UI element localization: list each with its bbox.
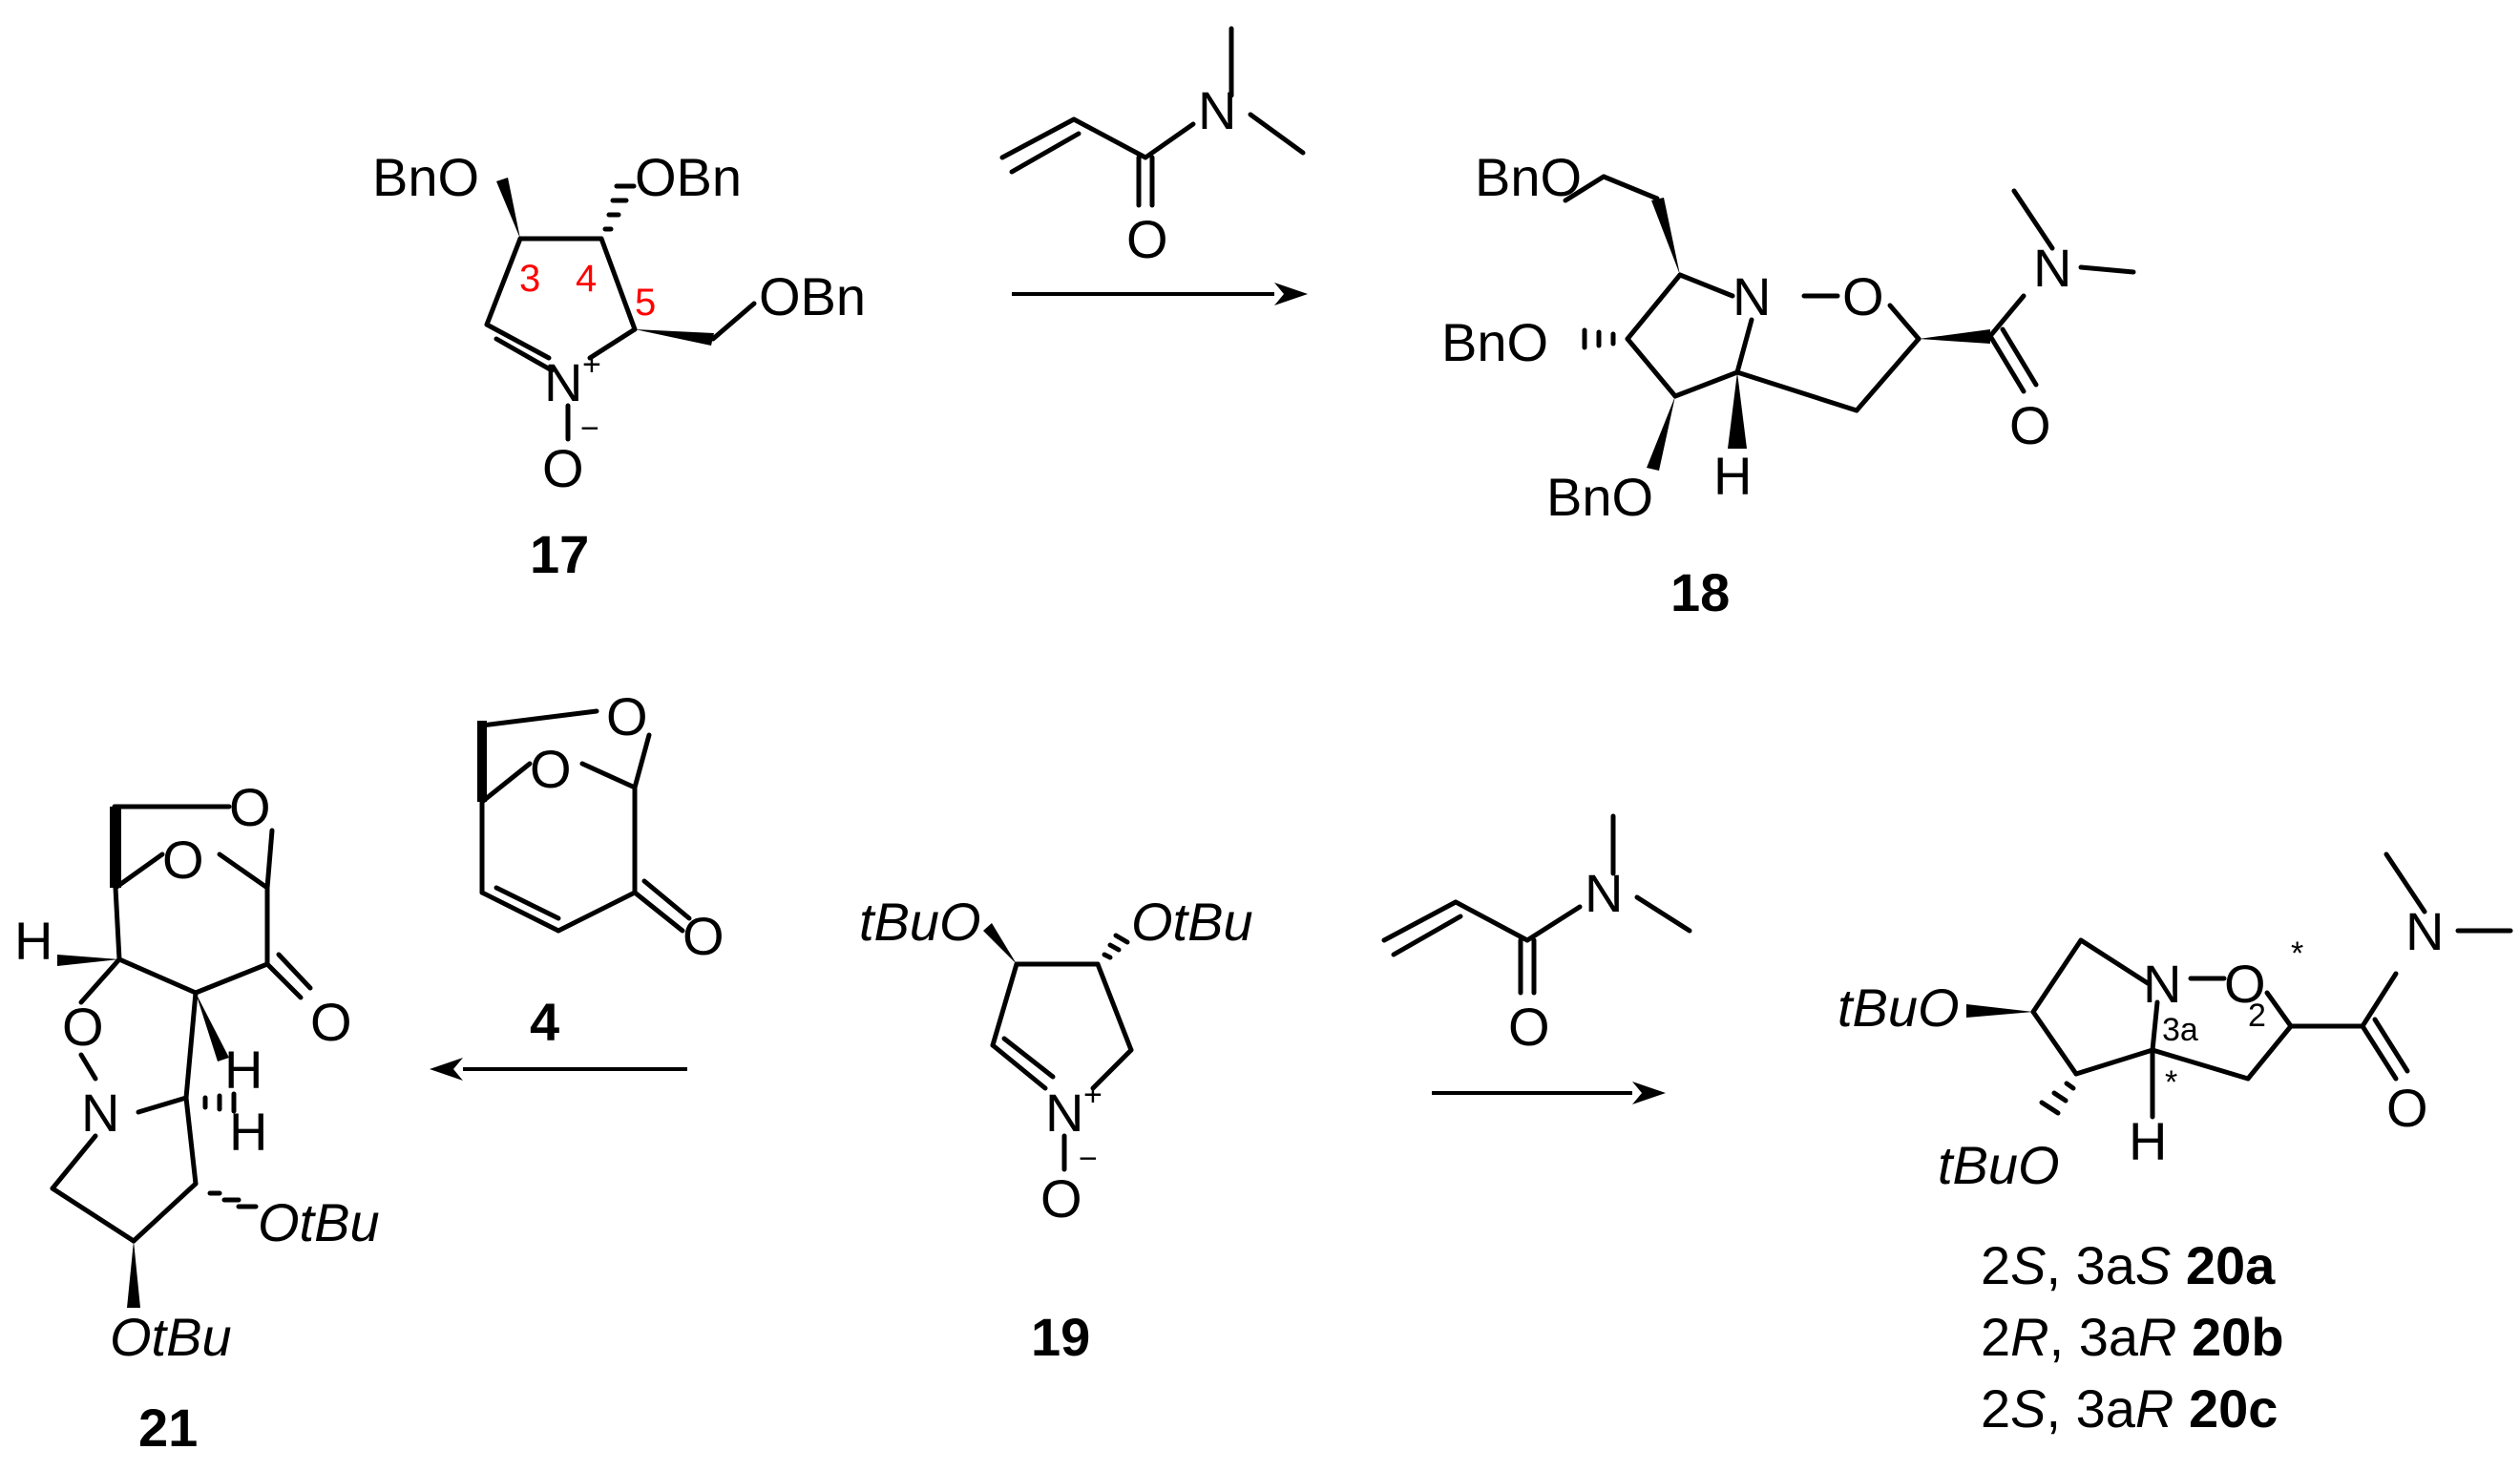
wedge-bond [1651,198,1680,275]
hashed-bond [602,183,637,232]
wedge-bond [983,923,1017,964]
stereo-line-20b: 2R, 3aR 20b [1981,1307,2284,1367]
dimethylacrylamide-reagent [999,26,1306,208]
stereo-line-20a: 2S, 3aS 20a [1981,1235,2276,1295]
atom-label: OtBu [110,1307,232,1367]
hashed-bond [202,1091,237,1114]
atom-label: H [224,1040,262,1100]
atom-label: H [2129,1111,2167,1171]
compound-label: 4 [530,992,559,1052]
arrow-head [1274,283,1308,305]
atom-label: N [544,352,582,412]
atom-label: N [1198,80,1236,140]
wedge-bond [1647,396,1675,471]
atom-label: O [606,686,648,746]
wedge-bond [110,807,121,888]
atom-label: BnO [1441,312,1548,372]
hashed-bond [1102,933,1130,960]
atom-label: tBuO [859,892,981,952]
atom-label: O [229,777,271,837]
locant-label: 5 [635,282,656,324]
atom-label: N [1585,863,1623,923]
atom-label: BnO [1546,467,1653,527]
charge-label: + [582,347,601,383]
wedge-bond [127,1241,140,1308]
wedge-bond [1728,372,1747,449]
atom-label: H [229,1102,267,1162]
locant-label: 3a [2162,1012,2198,1048]
hashed-bond [1582,327,1616,350]
wedge-bond [57,955,119,966]
compound-20-structure [1966,851,2513,1120]
compound-4-structure [477,708,692,934]
atom-label: O [2386,1078,2428,1138]
atom-label: O [542,438,584,498]
atom-label: H [14,911,52,971]
arrow-head [1632,1082,1666,1104]
atom-label: O [2224,954,2266,1014]
atom-label: N [2033,238,2071,298]
atom-label: BnO [1475,147,1582,207]
atom-label: O [1508,997,1550,1057]
locant-label: 3 [519,258,540,300]
dimethylacrylamide-reagent [1381,813,1692,996]
compound-17-structure [484,178,757,442]
atom-label: tBuO [1838,977,1960,1038]
charge-label: − [580,410,599,447]
atom-label: OtBu [1131,892,1253,952]
atom-label: N [1732,266,1771,326]
hashed-bond [207,1190,259,1209]
compound-21-structure [50,804,313,1308]
atom-label: BnO [372,147,479,207]
atom-label: N [2143,954,2181,1014]
locant-label: 2 [2248,998,2266,1034]
atom-label: O [62,997,104,1057]
atom-label: N [1045,1082,1083,1143]
locant-label: 4 [576,258,597,300]
atom-label: N [2405,901,2444,961]
compound-19-structure [983,923,1134,1172]
charge-label: + [1083,1077,1102,1113]
wedge-bond [1919,329,1990,344]
compound-label: 19 [1031,1307,1090,1367]
atom-label: OBn [635,147,742,207]
wedge-bond [196,993,229,1061]
atom-label: O [682,906,724,966]
atom-label: OBn [759,266,866,326]
atom-label: O [310,992,352,1052]
arrow-head [430,1058,463,1081]
wedge-bond [635,329,714,346]
wedge-bond [477,721,487,802]
atom-label: O [1040,1168,1082,1229]
compound-18-structure [1563,174,2136,471]
atom-label: tBuO [1938,1135,2060,1195]
hashed-bond [2039,1081,2076,1116]
atom-label: O [530,739,572,799]
charge-label: − [1079,1141,1098,1177]
compound-label: 21 [138,1397,198,1458]
compound-label: 17 [530,524,589,584]
atom-label: O [2009,395,2051,455]
atom-label: O [1842,266,1884,326]
stereocenter-mark: * [2165,1064,2177,1101]
stereo-line-20c: 2S, 3aR 20c [1981,1378,2278,1439]
wedge-bond [1966,1004,2033,1018]
compound-label: 18 [1670,562,1730,622]
atom-label: H [1713,446,1752,506]
atom-label: O [162,830,204,890]
atom-label: O [1126,209,1168,269]
atom-label: OtBu [258,1192,380,1252]
wedge-bond [496,178,520,239]
atom-label: N [81,1082,119,1143]
stereocenter-mark: * [2291,935,2303,972]
